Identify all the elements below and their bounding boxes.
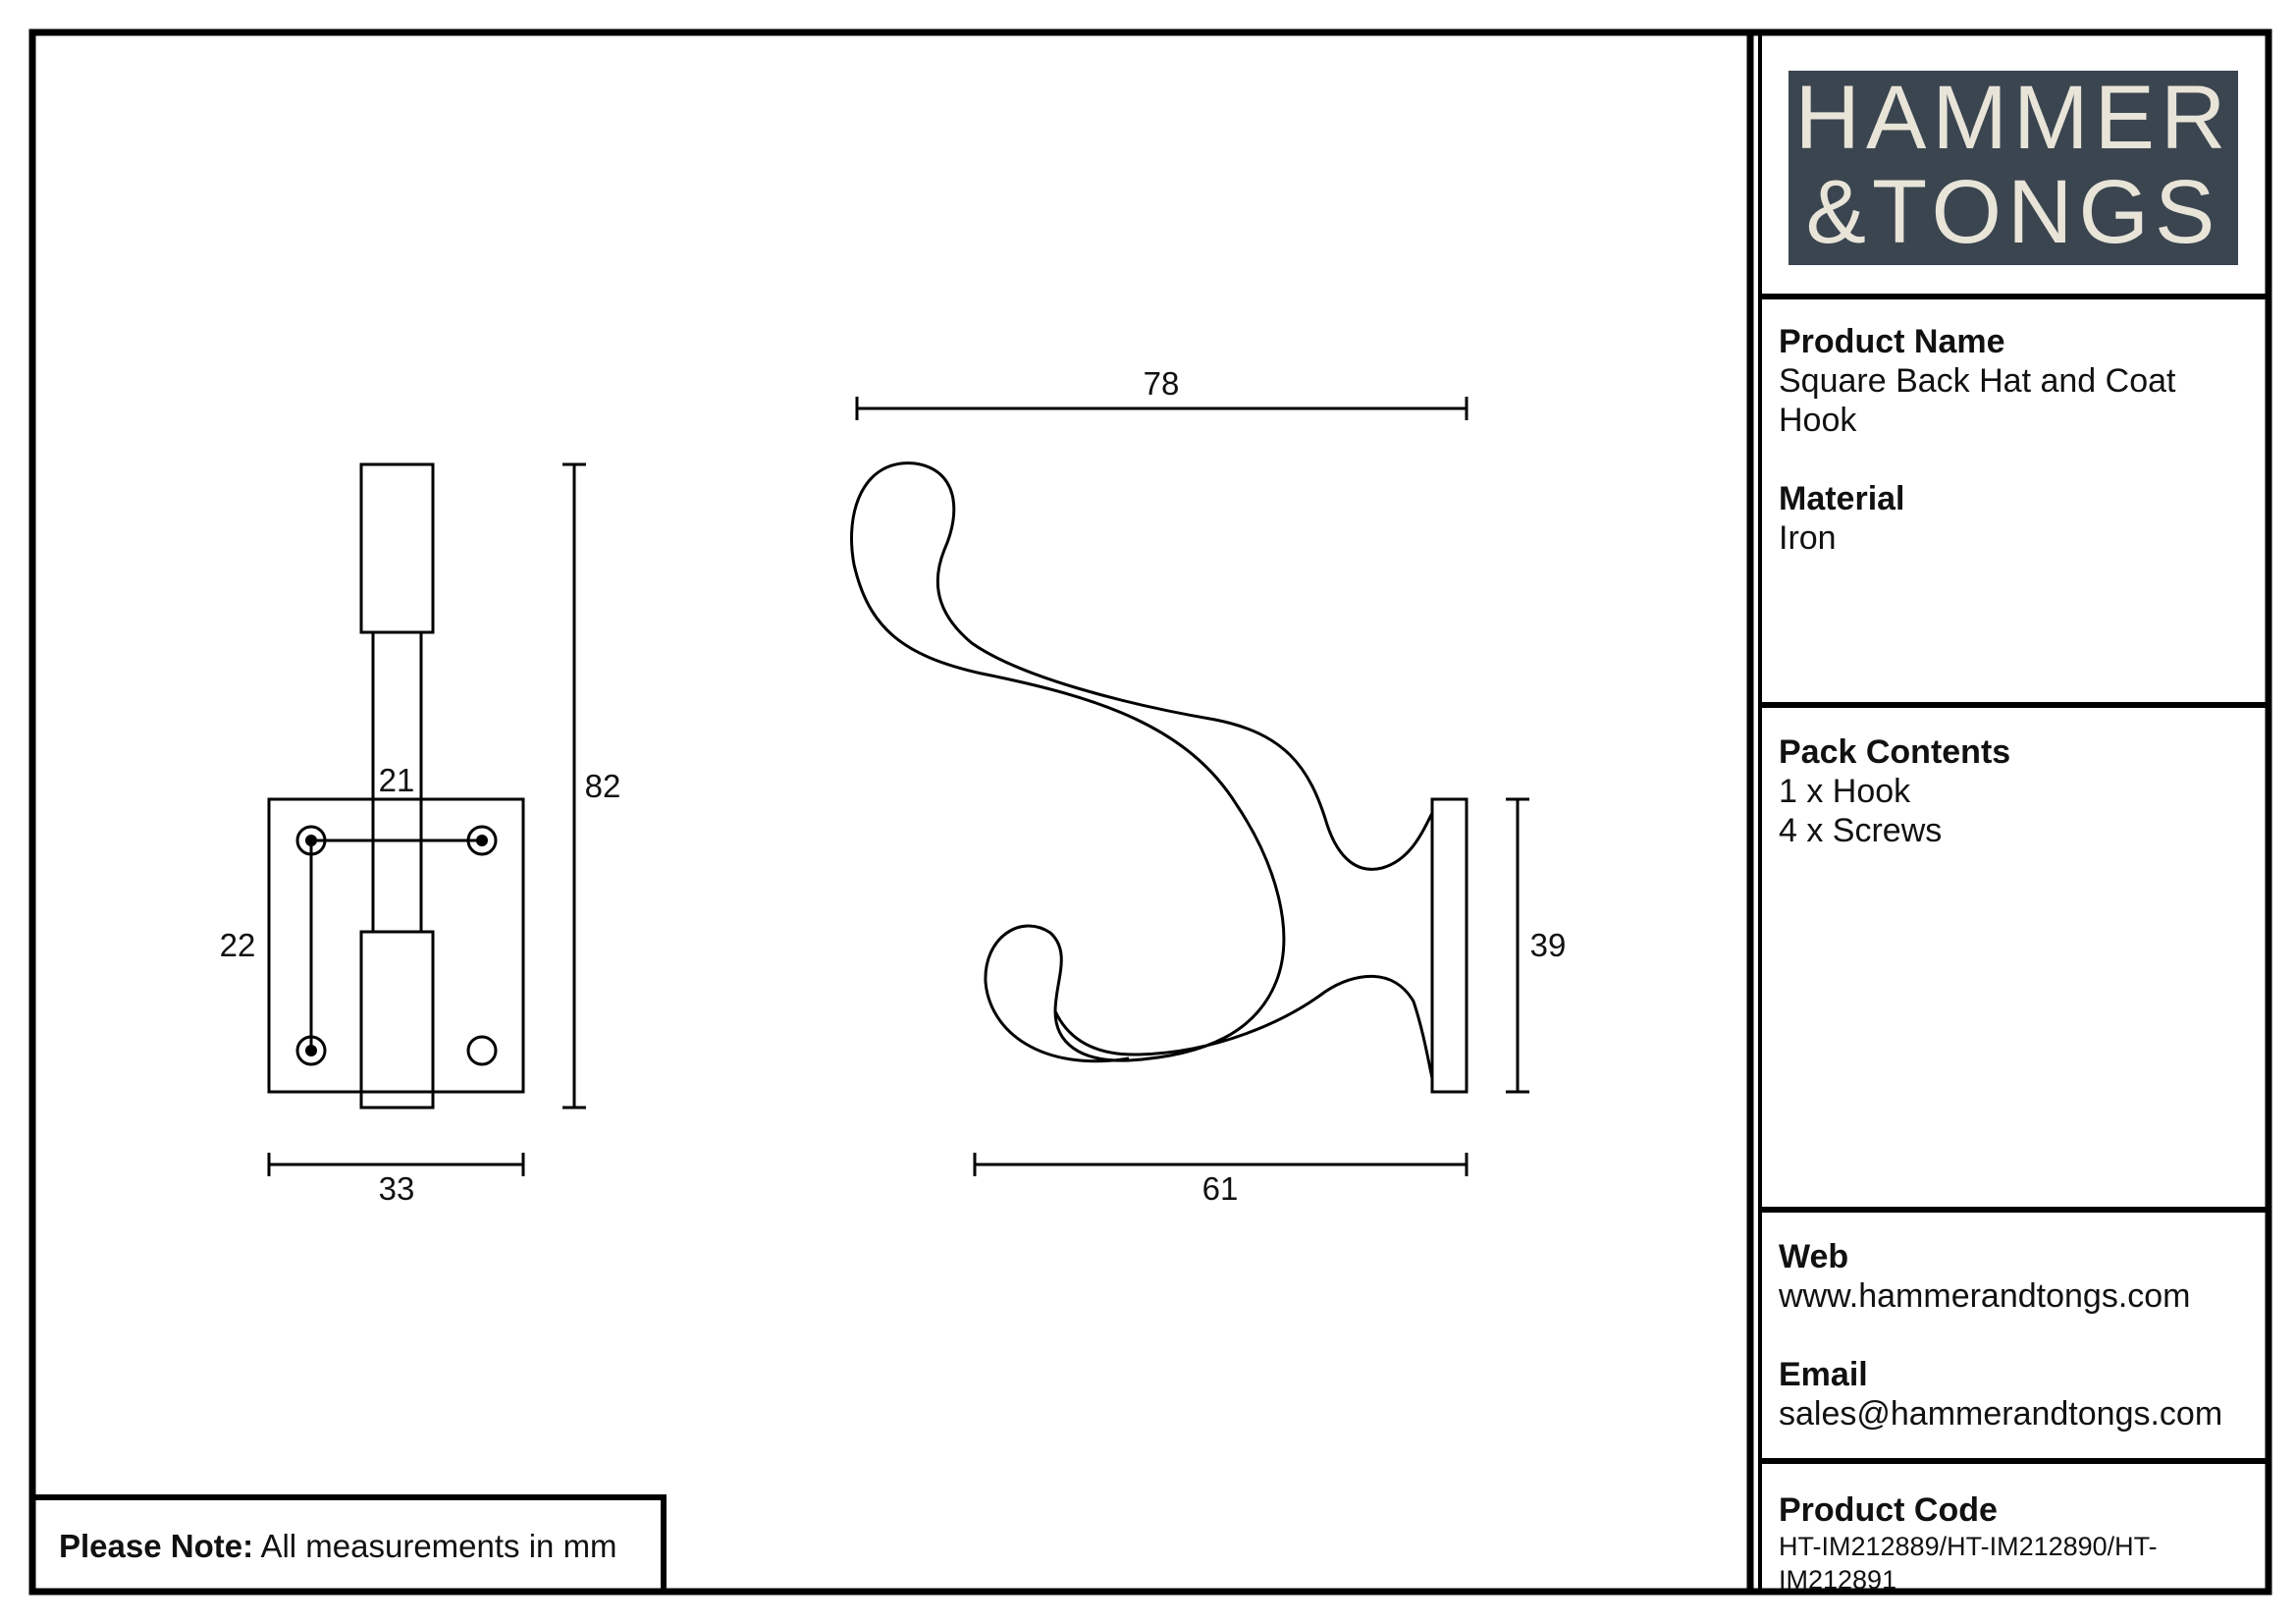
screw-hole-br <box>466 1035 498 1066</box>
dim-label-side-width-bottom: 61 <box>1202 1170 1239 1207</box>
logo-background <box>1789 71 2238 265</box>
note-label: Please Note: <box>59 1528 254 1564</box>
pack-contents-label: Pack Contents <box>1779 733 2011 771</box>
web-label: Web <box>1779 1238 1849 1275</box>
brand-logo: HAMMER &TONGS <box>1789 71 2238 265</box>
hook-top-block <box>359 462 435 634</box>
dim-label-front-height: 82 <box>585 768 621 804</box>
dim-side-width-top <box>855 397 1468 420</box>
code-section: Product Code HT-IM212889/HT-IM212890/HT-… <box>1779 1490 2266 1597</box>
dim-side-width-bottom <box>973 1153 1468 1176</box>
dim-label-side-width-top: 78 <box>1144 365 1180 402</box>
side-view <box>850 461 1468 1094</box>
material-value: Iron <box>1779 519 1837 557</box>
email-label: Email <box>1779 1356 1868 1393</box>
product-code-value: HT-IM212889/HT-IM212890/HT-IM212891 <box>1779 1532 2158 1595</box>
dim-label-side-plate-height: 39 <box>1530 927 1567 963</box>
back-plate <box>267 797 525 1094</box>
logo-line-1: HAMMER <box>1794 68 2232 168</box>
email-link[interactable]: sales@hammerandtongs.com <box>1779 1395 2223 1433</box>
note-box <box>29 1494 667 1595</box>
product-code-label: Product Code <box>1779 1491 1998 1529</box>
pack-item: 4 x Screws <box>1779 812 1943 849</box>
product-name-value: Square Back Hat and Coat Hook <box>1779 362 2176 439</box>
hook-bottom-block <box>359 930 435 1110</box>
outer-frame <box>28 28 2272 1596</box>
dim-label-hole-v: 22 <box>220 927 256 963</box>
dim-label-hole-h: 21 <box>379 762 415 798</box>
hook-profile <box>850 461 1434 1079</box>
pack-item: 1 x Hook <box>1779 773 1911 810</box>
note-text: All measurements in mm <box>260 1528 617 1564</box>
product-section: Product Name Square Back Hat and Coat Ho… <box>1779 322 2266 558</box>
dim-side-plate-height <box>1506 797 1529 1094</box>
dim-label-front-width: 33 <box>379 1170 415 1207</box>
pack-section: Pack Contents 1 x Hook 4 x Screws <box>1779 732 2266 850</box>
front-view-hole-centres <box>305 835 488 1056</box>
measurement-note: Please Note: All measurements in mm <box>59 1527 648 1566</box>
dim-front-height <box>562 462 586 1110</box>
dim-front-width <box>267 1153 525 1176</box>
web-link[interactable]: www.hammerandtongs.com <box>1779 1277 2191 1315</box>
contact-section: Web www.hammerandtongs.com Email sales@h… <box>1779 1237 2266 1434</box>
side-back-plate <box>1430 797 1468 1094</box>
material-label: Material <box>1779 480 1905 517</box>
logo-line-2: &TONGS <box>1805 162 2221 262</box>
product-name-label: Product Name <box>1779 323 2005 360</box>
